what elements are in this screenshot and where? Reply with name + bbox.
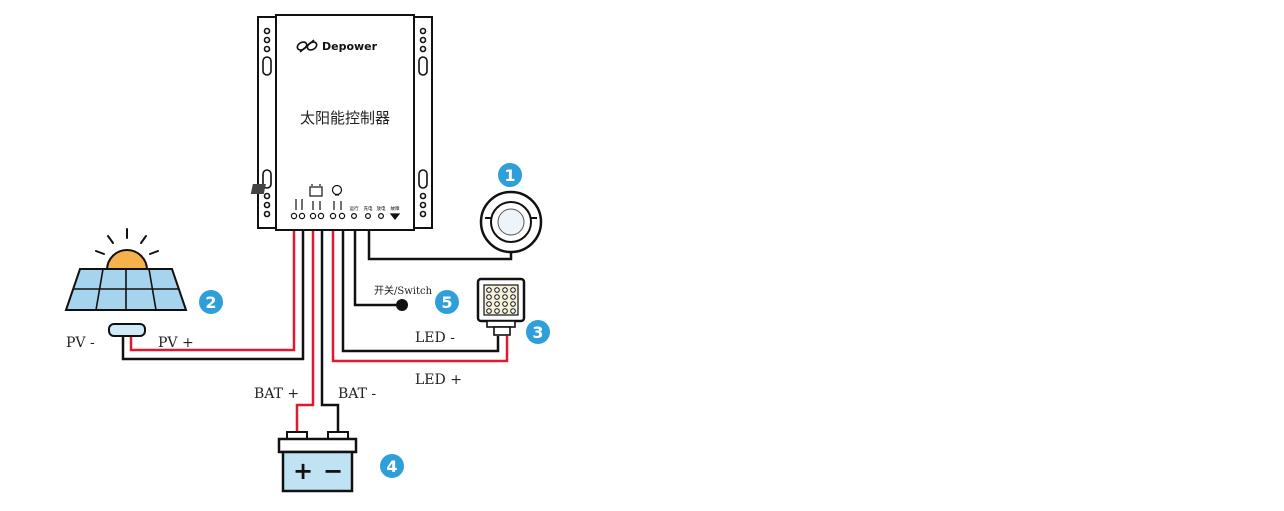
switch-node xyxy=(396,299,408,311)
label-bat-plus: BAT + xyxy=(254,386,299,402)
battery-terminal-icon xyxy=(309,184,323,210)
svg-text:2: 2 xyxy=(205,293,216,312)
svg-text:1: 1 xyxy=(504,166,515,185)
badge-2: 2 xyxy=(199,290,223,314)
battery-plus-sign: + xyxy=(293,457,313,485)
svg-text:3: 3 xyxy=(532,323,543,342)
controller-right-flange xyxy=(413,16,433,229)
lamp-terminal-icon xyxy=(331,184,343,210)
solar-panel-icon xyxy=(64,228,188,337)
indicator-fault: 故障 xyxy=(391,205,400,212)
controller: Depower 太阳能控制器 运行 充电 放电 故障 xyxy=(250,14,433,231)
controller-body xyxy=(275,14,415,231)
pv-plus-wire xyxy=(129,228,296,352)
controller-left-flange xyxy=(257,16,277,229)
battery-minus-sign: − xyxy=(323,457,343,485)
badge-5: 5 xyxy=(435,290,459,314)
label-pv-minus: PV - xyxy=(66,335,95,351)
indicator-run: 运行 xyxy=(350,205,359,212)
battery-icon: + − xyxy=(277,431,358,493)
badge-1: 1 xyxy=(498,163,522,187)
label-led-plus: LED + xyxy=(415,372,462,388)
badge-3: 3 xyxy=(526,320,550,344)
bat-plus-wire xyxy=(295,228,315,433)
panel-terminal-icon xyxy=(250,184,303,210)
label-switch: 开关/Switch xyxy=(374,284,433,297)
wires xyxy=(121,228,513,433)
led-lamp-icon xyxy=(476,277,526,336)
led-minus-wire xyxy=(341,228,500,353)
switch-wire xyxy=(353,228,398,307)
sun-icon xyxy=(105,249,149,271)
junction-box xyxy=(108,323,146,337)
label-led-minus: LED - xyxy=(415,330,455,346)
screw-terminals xyxy=(290,212,346,220)
led-plus-wire xyxy=(331,228,509,363)
indicator-labels: 运行 充电 放电 故障 xyxy=(350,205,400,212)
controller-brand: Depower xyxy=(322,40,378,53)
sensor-device xyxy=(479,190,543,254)
controller-title: 太阳能控制器 xyxy=(300,109,390,127)
indicator-leds xyxy=(351,213,401,220)
bat-minus-wire xyxy=(320,228,340,433)
label-bat-minus: BAT - xyxy=(338,386,376,402)
label-pv-plus: PV + xyxy=(158,335,194,351)
svg-text:4: 4 xyxy=(386,457,397,476)
depower-logo-icon xyxy=(296,39,318,53)
svg-text:5: 5 xyxy=(441,293,452,312)
indicator-discharge: 放电 xyxy=(377,205,386,212)
indicator-charge: 充电 xyxy=(364,205,373,212)
mount-holes xyxy=(262,27,428,218)
sensor-wire xyxy=(367,228,513,261)
badge-4: 4 xyxy=(380,454,404,478)
pv-minus-wire xyxy=(121,228,305,361)
